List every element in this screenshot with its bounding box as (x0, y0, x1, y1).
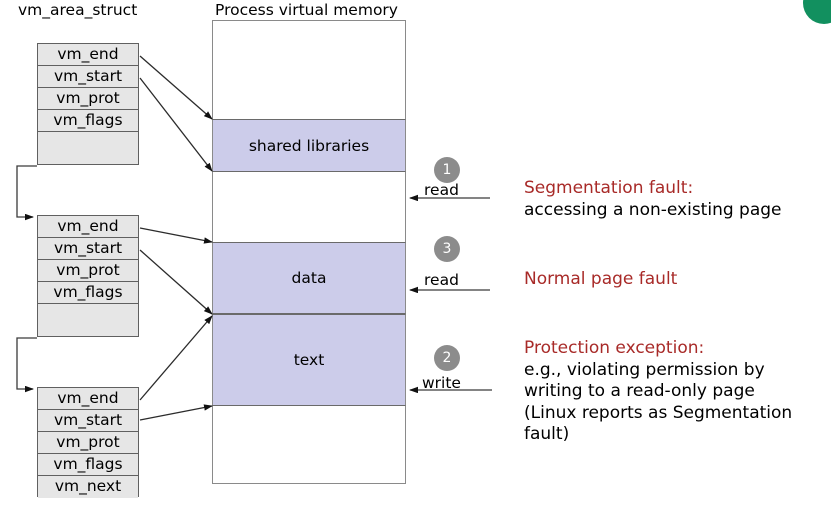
corner-decoration-circle (803, 0, 831, 24)
memory-segment-shared-libraries: shared libraries (212, 119, 406, 172)
description-heading: Protection exception: (524, 338, 705, 358)
memory-segment-label: text (293, 351, 325, 369)
access-badge-1: 1 (434, 157, 460, 183)
access-badge-2: 2 (434, 345, 460, 371)
memory-segment-text: text (212, 314, 406, 406)
description-line: fault) (524, 424, 570, 444)
vm-area-struct-title: vm_area_struct (18, 1, 138, 19)
vma-block-2-blank-row (38, 304, 138, 326)
vma-field-vm-prot: vm_prot (38, 260, 138, 282)
vma-block-1-blank-row (38, 132, 138, 154)
memory-segment-data: data (212, 242, 406, 314)
access-operation-write-2: write (422, 374, 461, 392)
memory-segment-label: data (291, 269, 327, 287)
description-heading: Normal page fault (524, 269, 678, 289)
vma-field-vm-flags: vm_flags (38, 282, 138, 304)
vma-block-3: vm_end vm_start vm_prot vm_flags vm_next (37, 387, 139, 498)
vma-field-vm-start: vm_start (38, 238, 138, 260)
access-operation-read-3: read (424, 271, 459, 289)
access-operation-read-1: read (424, 181, 459, 199)
vma-field-vm-flags: vm_flags (38, 110, 138, 132)
vma-block-1: vm_end vm_start vm_prot vm_flags (37, 43, 139, 165)
memory-segment-label: shared libraries (248, 136, 370, 155)
vma-field-vm-start: vm_start (38, 66, 138, 88)
access-badge-3: 3 (434, 236, 460, 262)
description-segmentation-fault: Segmentation fault: accessing a non-exis… (524, 178, 831, 221)
description-line: accessing a non-existing page (524, 199, 782, 220)
vma-field-vm-flags: vm_flags (38, 454, 138, 476)
vma-field-vm-prot: vm_prot (38, 432, 138, 454)
vma-field-vm-end: vm_end (38, 388, 138, 410)
vma-field-vm-next: vm_next (38, 476, 138, 498)
vma-block-2: vm_end vm_start vm_prot vm_flags (37, 215, 139, 337)
vma-field-vm-end: vm_end (38, 216, 138, 238)
description-normal-page-fault: Normal page fault (524, 269, 831, 291)
description-protection-exception: Protection exception: e.g., violating pe… (524, 338, 831, 446)
vma-field-vm-start: vm_start (38, 410, 138, 432)
description-heading: Segmentation fault: (524, 178, 694, 198)
description-line: writing to a read-only page (524, 381, 755, 401)
description-line: (Linux reports as Segmentation (524, 402, 793, 423)
process-virtual-memory-title: Process virtual memory (215, 1, 398, 19)
vma-field-vm-end: vm_end (38, 44, 138, 66)
description-line: e.g., violating permission by (524, 359, 765, 380)
vma-field-vm-prot: vm_prot (38, 88, 138, 110)
